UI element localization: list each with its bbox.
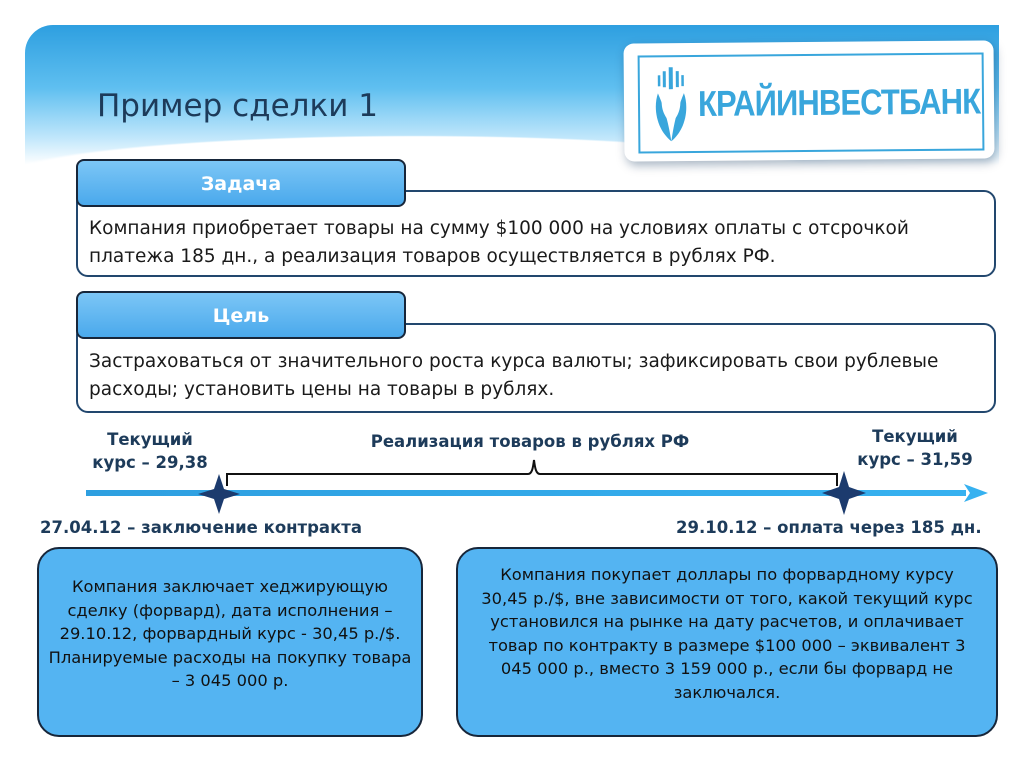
task-tab: Задача [76,159,406,207]
sales-period-label: Реализация товаров в рублях РФ [370,432,690,451]
start-rate-label: Текущий курс – 29,38 [92,430,208,472]
contract-date-label: 27.04.12 – заключение контракта [40,518,362,537]
goal-text: Застраховаться от значительного роста ку… [89,351,939,400]
bank-logo: КРАЙИНВЕСТБАНК [623,40,995,162]
goal-tab: Цель [76,291,406,339]
end-rate-label: Текущий курс – 31,59 [857,427,973,469]
wheat-emblem-icon [655,67,687,142]
hedge-deal-bubble: Компания заключает хеджирующую сделку (ф… [37,547,423,737]
page-title: Пример сделки 1 [97,88,378,124]
end-marker-star-icon [822,471,866,515]
period-brace [226,459,838,486]
task-text: Компания приобретает товары на сумму $10… [89,218,909,267]
start-marker-star-icon [198,474,240,514]
forward-settlement-bubble: Компания покупает доллары по форвардному… [456,547,998,737]
timeline-arrow [86,484,988,502]
payment-date-label: 29.10.12 – оплата через 185 дн. [676,518,982,537]
